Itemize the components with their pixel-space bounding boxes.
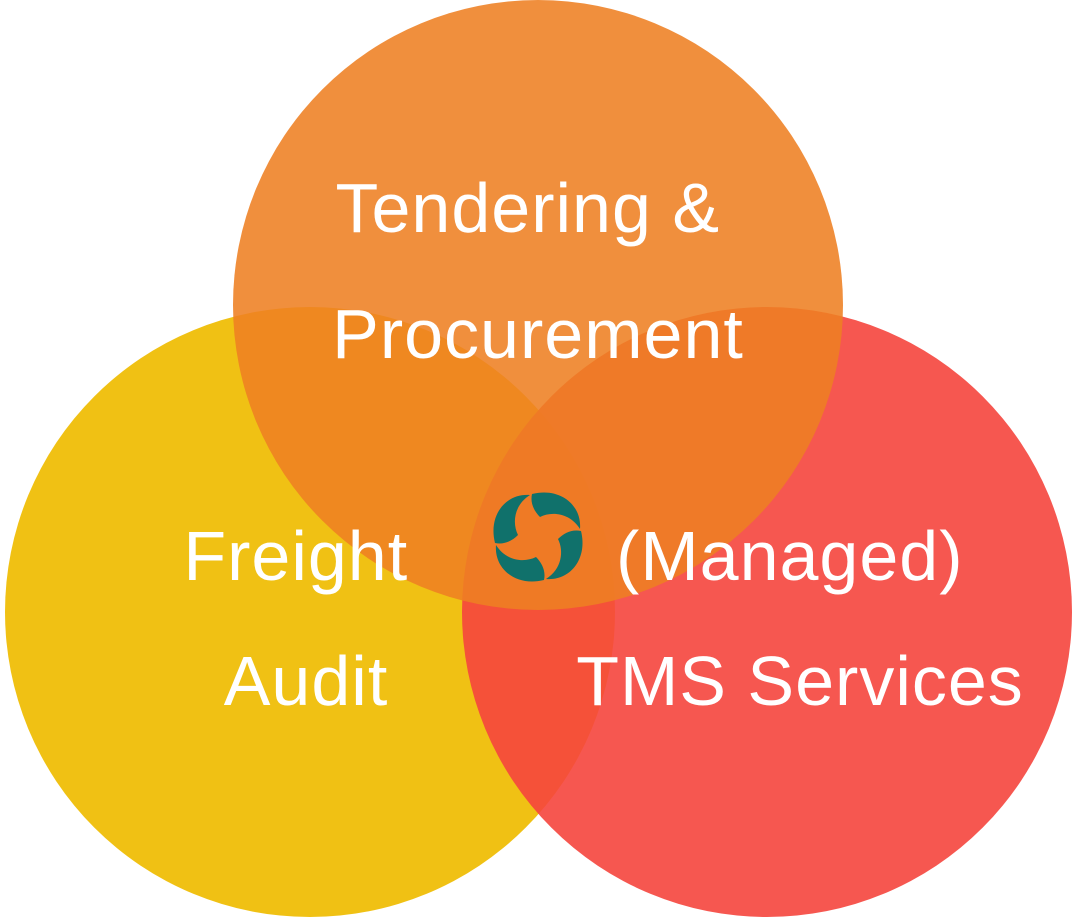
label-tms-services: (Managed) TMS Services bbox=[576, 517, 1024, 720]
swirl-logo-icon bbox=[493, 492, 583, 582]
label-tendering-line-1: Tendering & bbox=[335, 169, 720, 247]
label-freight-line-1: Freight bbox=[183, 517, 408, 595]
label-freight-line-2: Audit bbox=[224, 642, 389, 720]
circle-tendering-procurement bbox=[233, 0, 843, 610]
label-tms-line-1: (Managed) bbox=[616, 517, 964, 595]
label-tms-line-2: TMS Services bbox=[576, 642, 1024, 720]
label-tendering-line-2: Procurement bbox=[332, 295, 744, 373]
label-tendering-procurement: Tendering & Procurement bbox=[332, 169, 744, 373]
label-freight-audit: Freight Audit bbox=[183, 517, 428, 720]
